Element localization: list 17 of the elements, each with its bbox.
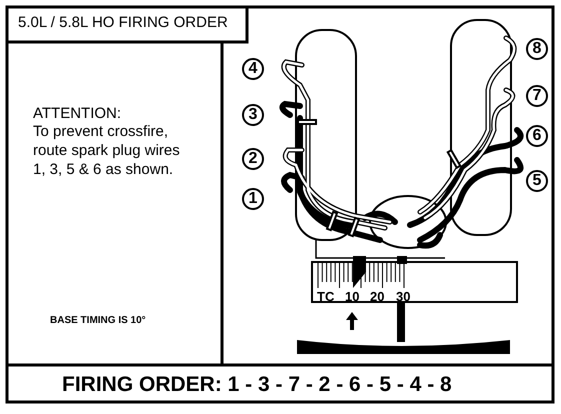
cylinder-number: 2 xyxy=(242,148,264,170)
scale-label: TC xyxy=(317,289,334,304)
cylinder-number: 1 xyxy=(242,188,264,210)
cylinder-number: 7 xyxy=(526,85,548,107)
scale-label: 10 xyxy=(345,289,360,304)
scale-label: 20 xyxy=(370,289,384,304)
cylinder-number: 4 xyxy=(242,58,264,80)
title-text: 5.0L / 5.8L HO FIRING ORDER xyxy=(18,14,228,31)
firing-order-text: FIRING ORDER: 1 - 3 - 7 - 2 - 6 - 5 - 4 - 8 xyxy=(62,373,452,397)
cylinder-number: 5 xyxy=(526,170,548,192)
cylinder-number: 8 xyxy=(526,38,548,60)
heading-text: ATTENTION: xyxy=(33,105,122,122)
cylinder-number: 3 xyxy=(242,104,264,126)
scale-label: 30 xyxy=(396,289,410,304)
attention-note: To prevent crossfire, route spark plug wires 1, 3, 5 & 6 as shown. xyxy=(33,122,181,179)
cylinder-number: 6 xyxy=(526,125,548,147)
note-text: BASE TIMING IS 10° xyxy=(50,315,146,326)
